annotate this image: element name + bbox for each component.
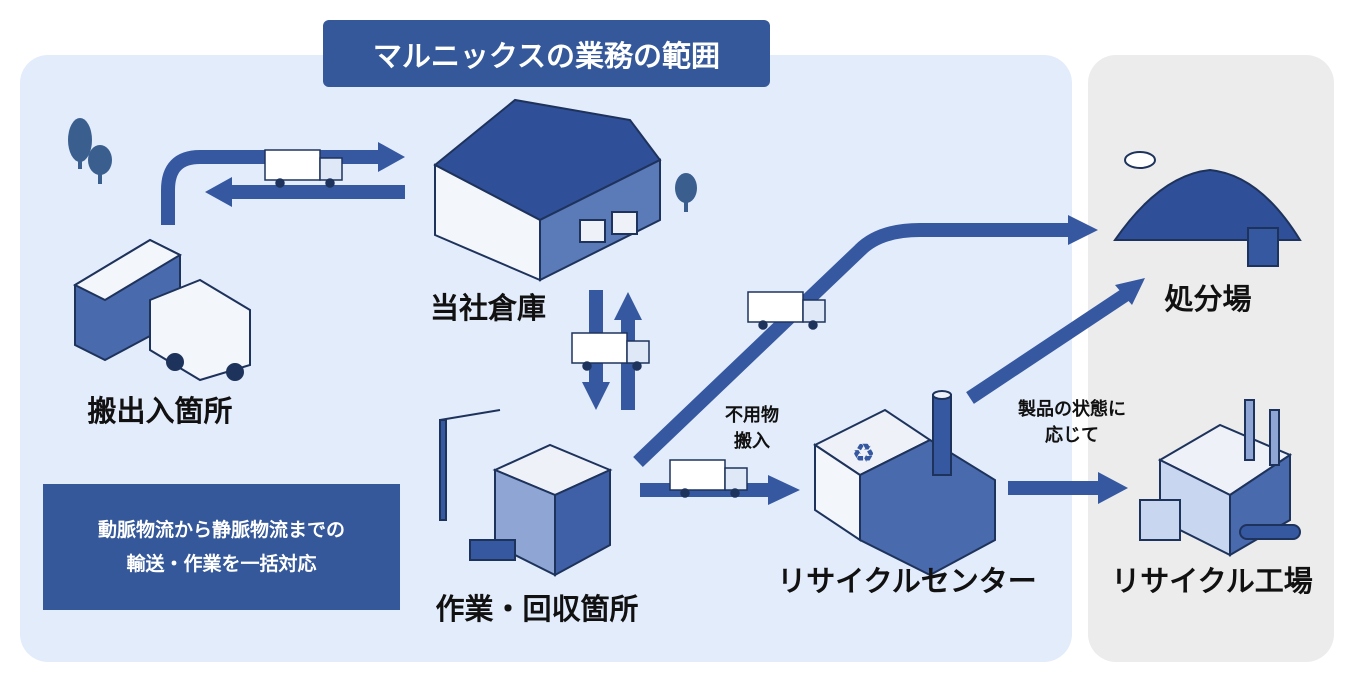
arrow-work-to-disposal (633, 223, 1070, 468)
arrow-recycling-to-disposal (966, 289, 1129, 404)
flow-arrows (161, 150, 1129, 497)
disposal-site-icon (1113, 151, 1302, 267)
annotation-line: 不用物 (725, 405, 779, 426)
node-recycling-center: リサイクルセンター (777, 564, 1037, 598)
summary-line-1: 動脈物流から静脈物流までの (97, 519, 345, 541)
node-disposal-site: 処分場 (1164, 282, 1252, 316)
arrow-loading-to-warehouse (161, 150, 380, 225)
construction-site-icon (439, 409, 613, 577)
truck-icon (747, 291, 826, 330)
summary-box: 動脈物流から静脈物流までの 輸送・作業を一括対応 (43, 484, 400, 610)
recycle-icon: ♻ (852, 439, 875, 469)
loading-dock-icon (72, 238, 251, 382)
node-loading-site: 搬出入箇所 (87, 394, 233, 428)
arrow-heads (205, 142, 1145, 505)
node-recycling-factory: リサイクル工場 (1111, 564, 1313, 598)
truck-icon (571, 332, 650, 371)
recycling-center-icon: ♻ (813, 390, 996, 577)
summary-line-2: 輸送・作業を一括対応 (126, 553, 317, 575)
truck-icon (264, 149, 343, 188)
annotation-by-condition: 製品の状態に 応じて (1018, 397, 1126, 449)
annotation-line: 製品の状態に (1018, 399, 1126, 420)
recycling-factory-icon (1139, 399, 1301, 557)
annotation-unneeded-goods: 不用物 搬入 (725, 403, 779, 455)
truck-icon (669, 459, 748, 498)
tree-icons (68, 118, 697, 212)
page-title: マルニックスの業務の範囲 (323, 20, 770, 87)
warehouse-icon (433, 98, 662, 282)
annotation-line: 応じて (1045, 425, 1099, 446)
title-text: マルニックスの業務の範囲 (372, 38, 721, 73)
truck-icons (264, 149, 826, 498)
node-work-collection-site: 作業・回収箇所 (435, 592, 639, 626)
node-company-warehouse: 当社倉庫 (429, 291, 547, 325)
annotation-line: 搬入 (734, 431, 770, 452)
